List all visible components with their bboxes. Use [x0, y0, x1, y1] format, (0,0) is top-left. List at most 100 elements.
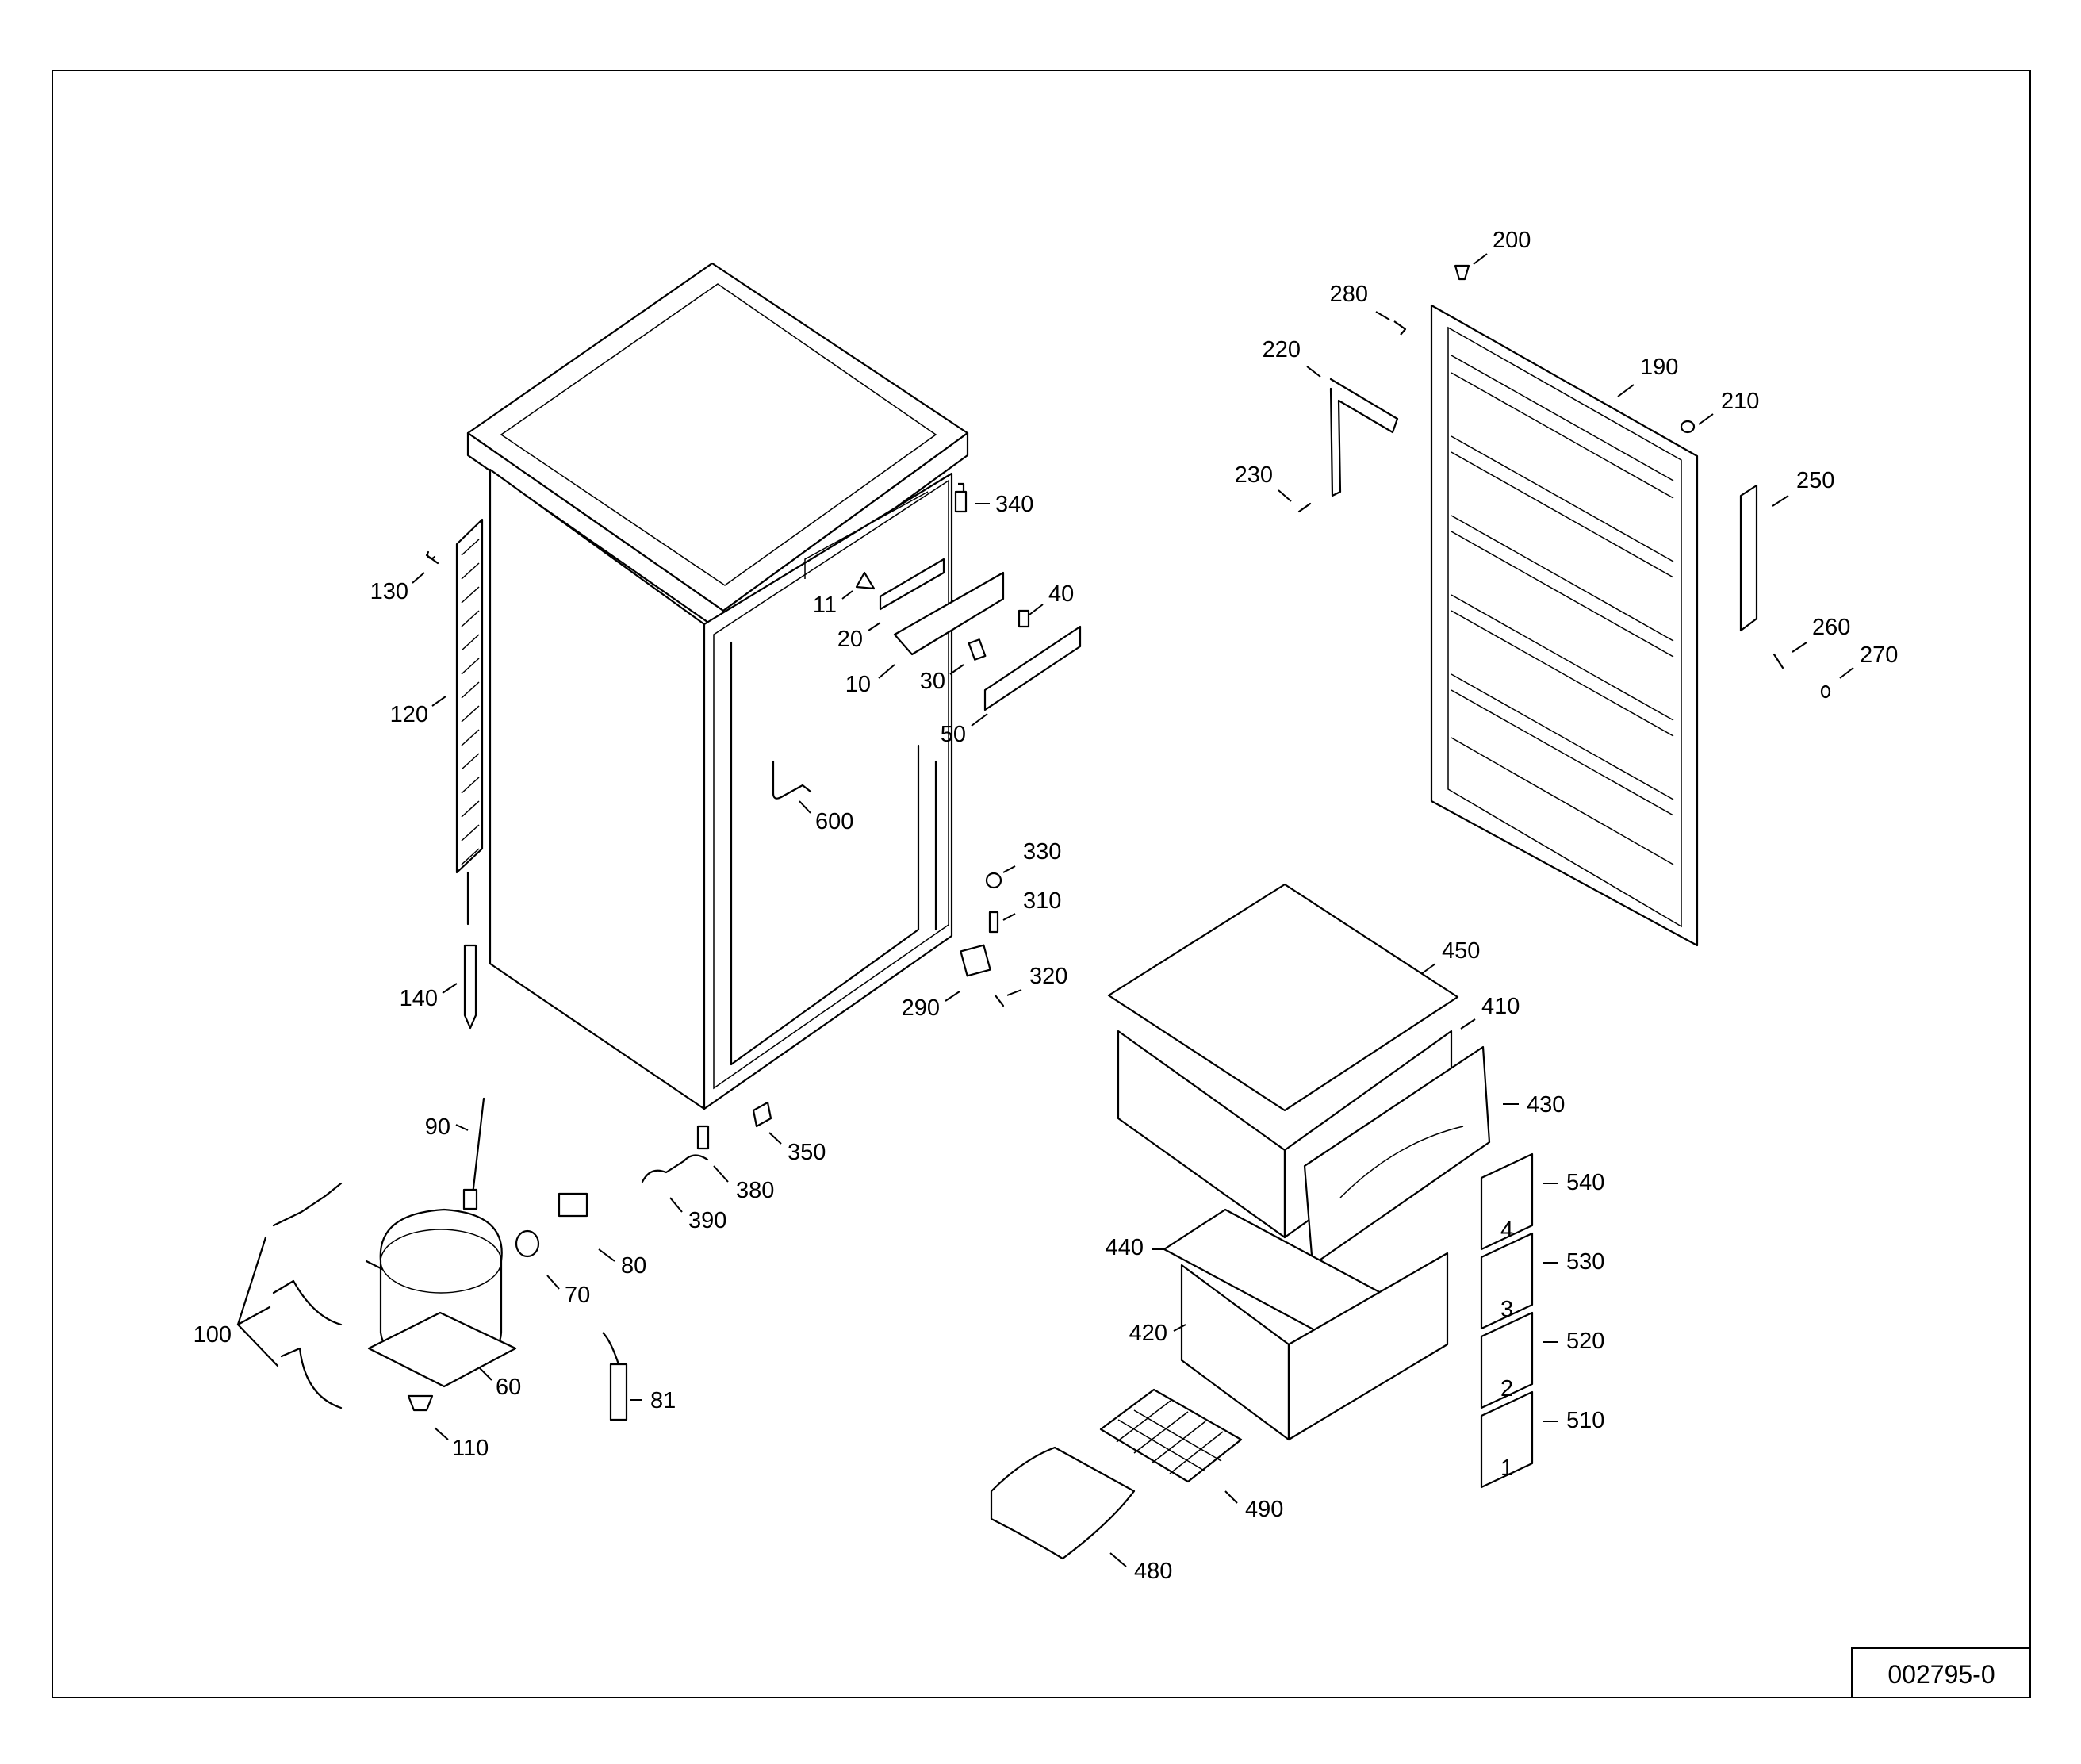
switch-30 [968, 638, 987, 661]
cold-pack [990, 1446, 1136, 1560]
glass-shelf-450 [1107, 883, 1459, 1112]
callout-210: 210 [1721, 389, 1759, 414]
compressor [365, 1097, 517, 1388]
leader-290 [945, 991, 960, 1002]
leader-380 [713, 1165, 729, 1183]
callout-540: 540 [1566, 1170, 1604, 1195]
callout-250: 250 [1796, 468, 1834, 493]
control-panel [983, 625, 1082, 711]
callout-420: 420 [1129, 1321, 1167, 1346]
leader-lines [412, 253, 1854, 1567]
callout-11: 11 [813, 592, 837, 618]
thermostat-bracket [879, 558, 945, 611]
screw-260 [1772, 653, 1784, 669]
screw-130 [425, 550, 439, 565]
callout-600: 600 [815, 809, 853, 834]
callout-130: 130 [370, 579, 408, 604]
callout-100: 100 [194, 1322, 232, 1348]
condenser [455, 518, 484, 926]
leader-490 [1224, 1490, 1238, 1504]
leader-350 [768, 1132, 782, 1145]
handle-220 [1329, 378, 1399, 497]
lamp-cover [855, 571, 876, 590]
drawer-420 [1180, 1252, 1449, 1441]
leader-450 [1420, 963, 1436, 975]
screw-320 [994, 994, 1005, 1007]
power-cords [236, 1182, 343, 1409]
callout-260: 260 [1812, 615, 1850, 640]
leader-200 [1473, 253, 1488, 265]
callout-430: 430 [1527, 1092, 1565, 1118]
callout-450: 450 [1442, 938, 1480, 964]
leader-320 [1006, 989, 1022, 996]
wrench [641, 1154, 709, 1183]
callout-90: 90 [425, 1114, 450, 1140]
control-housing [893, 571, 1005, 656]
tag-digit-4: 4 [1500, 1218, 1513, 1243]
callout-81: 81 [650, 1388, 676, 1413]
callout-350: 350 [788, 1140, 826, 1165]
drawer-front-430 [1303, 1045, 1491, 1267]
leader-420 [1173, 1324, 1186, 1332]
callout-70: 70 [565, 1283, 590, 1308]
plug-210 [1680, 420, 1696, 434]
leader-11 [841, 590, 853, 600]
callout-40: 40 [1048, 581, 1074, 607]
leader-260 [1792, 642, 1807, 653]
callout-10: 10 [845, 672, 871, 697]
door [1430, 304, 1699, 947]
callout-380: 380 [736, 1178, 774, 1203]
sensor-600 [772, 760, 812, 800]
callout-320: 320 [1029, 964, 1067, 989]
screw-280 [1393, 320, 1407, 336]
callout-80: 80 [621, 1253, 646, 1279]
callout-330: 330 [1023, 839, 1061, 865]
callout-230: 230 [1235, 462, 1273, 488]
callout-110: 110 [452, 1436, 489, 1461]
callout-510: 510 [1566, 1408, 1604, 1433]
switch-40 [1018, 609, 1030, 628]
leader-30 [949, 664, 964, 675]
leader-330 [1002, 865, 1016, 873]
hinge-bracket [960, 944, 991, 977]
drawing-ref-number: 002795-0 [1887, 1660, 1995, 1689]
capacitor [515, 1229, 540, 1258]
leader-270 [1839, 667, 1854, 679]
callout-120: 120 [390, 702, 428, 727]
callout-440: 440 [1106, 1235, 1144, 1260]
leader-90 [455, 1124, 469, 1131]
callout-410: 410 [1481, 994, 1520, 1019]
callout-530: 530 [1566, 1249, 1604, 1275]
hinge-pin-310 [988, 911, 999, 934]
leader-410 [1460, 1018, 1476, 1030]
cable-81 [602, 1332, 628, 1421]
leader-210 [1698, 413, 1714, 425]
callout-140: 140 [400, 986, 438, 1011]
callout-480: 480 [1134, 1559, 1172, 1584]
leader-250 [1772, 495, 1789, 507]
leader-310 [1002, 913, 1016, 921]
screw-200 [1454, 264, 1470, 281]
dryer-filter [463, 944, 477, 1030]
washer-270 [1820, 685, 1831, 699]
leader-80 [598, 1248, 615, 1262]
rubber-foot [407, 1394, 434, 1412]
callout-340: 340 [995, 492, 1033, 517]
starter-relay [558, 1192, 588, 1218]
leader-190 [1617, 384, 1635, 397]
leader-480 [1109, 1552, 1127, 1567]
leader-280 [1375, 311, 1390, 320]
callout-30: 30 [920, 669, 945, 694]
leader-10 [878, 664, 895, 679]
callout-290: 290 [902, 995, 940, 1021]
tag-digit-1: 1 [1500, 1455, 1513, 1481]
leader-120 [431, 696, 446, 707]
leader-140 [442, 983, 458, 994]
leader-40 [1029, 604, 1044, 615]
leader-70 [546, 1275, 560, 1290]
leader-220 [1306, 366, 1321, 378]
clip-350 [752, 1101, 772, 1128]
leader-110 [434, 1427, 449, 1440]
leader-230 [1278, 489, 1292, 502]
callout-280: 280 [1330, 282, 1368, 307]
